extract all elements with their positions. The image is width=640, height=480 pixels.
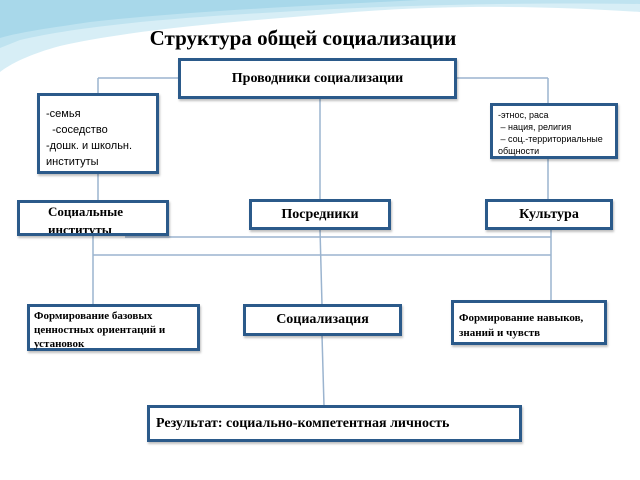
values-label: Формирование базовых ценностных ориентац… [34,310,166,350]
culture-box: Культура [485,199,613,230]
values-box: Формирование базовых ценностных ориентац… [27,304,200,351]
mediators-label: Посредники [281,206,359,222]
mediators-box: Посредники [249,199,391,230]
culture-label: Культура [519,206,579,222]
family-line: -семья [46,108,81,120]
ethnos-line: – соц.-территориальные [498,134,603,144]
background-wave [0,0,640,72]
agents-label: Проводники социализации [231,70,404,86]
page-title: Структура общей социализации [149,26,457,50]
ethnos-box: -этнос, раса – нация, религия – соц.-тер… [490,103,618,159]
ethnos-line: общности [498,146,540,156]
institutions-label: Социальные институты [48,204,124,236]
family-line: -соседство [46,124,108,136]
agents-box: Проводники социализации [178,58,457,99]
skills-label: Формирование навыков, знаний и чувств [459,312,584,339]
family-line: -дошк. и школьн. [46,140,133,152]
socialization-box: Социализация [243,304,402,336]
institutions-box: Социальные институты [17,200,169,236]
skills-box: Формирование навыков, знаний и чувств [451,300,607,345]
family-line: институты [46,156,99,168]
ethnos-line: -этнос, раса [498,110,549,120]
socialization-label: Социализация [276,312,369,327]
result-box: Результат: социально-компетентная личнос… [147,405,522,442]
family-box: -семья -соседство -дошк. и школьн. инсти… [37,93,159,174]
result-label: Результат: социально-компетентная личнос… [156,415,450,431]
ethnos-line: – нация, религия [498,122,572,132]
